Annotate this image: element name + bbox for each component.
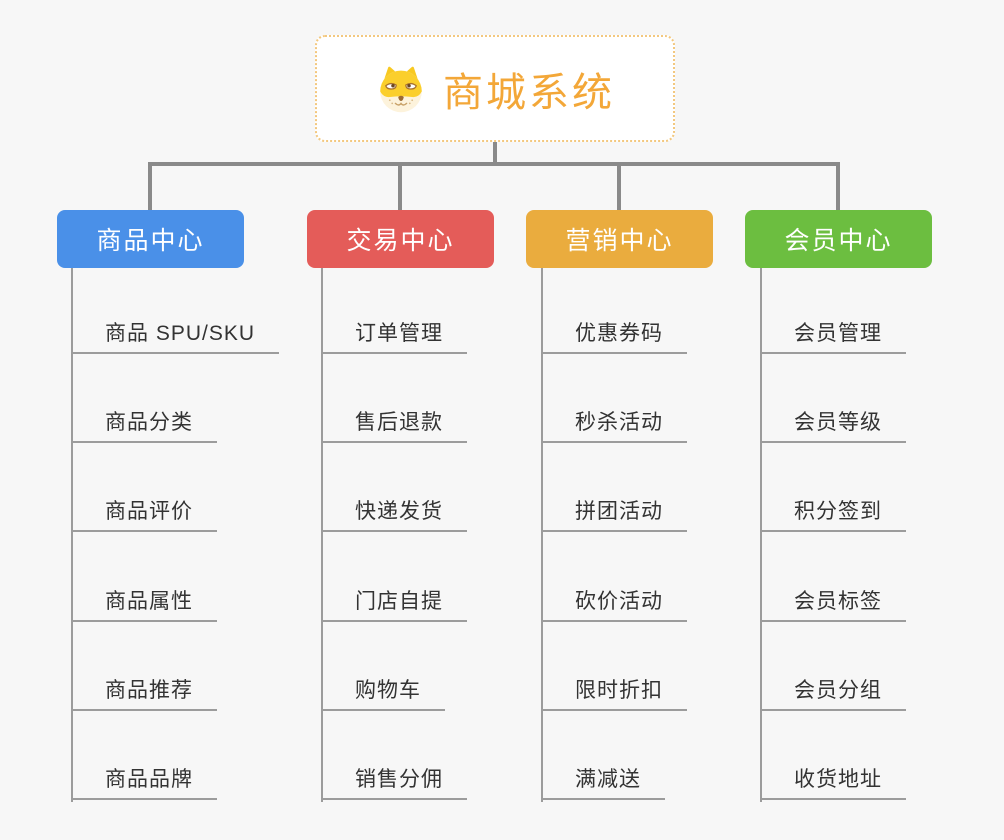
connector-drop-product: [148, 162, 152, 211]
leaf-node[interactable]: 会员分组: [760, 675, 906, 711]
leaf-node[interactable]: 门店自提: [321, 586, 467, 622]
leaf-node[interactable]: 销售分佣: [321, 764, 467, 800]
branch-node-trade-center[interactable]: 交易中心: [307, 210, 494, 268]
leaf-node[interactable]: 收货地址: [760, 764, 906, 800]
leaf-node[interactable]: 秒杀活动: [541, 407, 687, 443]
branch-node-marketing-center[interactable]: 营销中心: [526, 210, 713, 268]
leaf-node[interactable]: 满减送: [541, 764, 665, 800]
leaf-node[interactable]: 商品属性: [71, 586, 217, 622]
root-node-mall-system[interactable]: 商城系统: [315, 35, 675, 142]
connector-root-stem: [493, 141, 497, 164]
dog-face-icon: [380, 66, 422, 112]
leaf-node[interactable]: 商品推荐: [71, 675, 217, 711]
leaf-column-trade: 订单管理 售后退款 快递发货 门店自提 购物车 销售分佣: [321, 268, 467, 802]
leaf-node[interactable]: 会员等级: [760, 407, 906, 443]
branch-label: 会员中心: [784, 227, 893, 255]
branch-node-member-center[interactable]: 会员中心: [745, 210, 932, 268]
branch-label: 营销中心: [565, 227, 674, 255]
connector-drop-marketing: [617, 162, 621, 211]
leaf-column-member: 会员管理 会员等级 积分签到 会员标签 会员分组 收货地址: [760, 268, 906, 802]
leaf-node[interactable]: 砍价活动: [541, 586, 687, 622]
branch-label: 交易中心: [346, 227, 455, 255]
leaf-node[interactable]: 积分签到: [760, 496, 906, 532]
leaf-node[interactable]: 限时折扣: [541, 675, 687, 711]
connector-drop-trade: [398, 162, 402, 211]
leaf-node[interactable]: 购物车: [321, 675, 445, 711]
leaf-node[interactable]: 商品 SPU/SKU: [71, 318, 280, 354]
leaf-column-product: 商品 SPU/SKU 商品分类 商品评价 商品属性 商品推荐 商品品牌: [71, 268, 280, 802]
leaf-node[interactable]: 商品评价: [71, 496, 217, 532]
leaf-node[interactable]: 订单管理: [321, 318, 467, 354]
leaf-node[interactable]: 拼团活动: [541, 496, 687, 532]
connector-drop-member: [836, 162, 840, 211]
leaf-node[interactable]: 售后退款: [321, 407, 467, 443]
branch-label: 商品中心: [96, 227, 205, 255]
leaf-node[interactable]: 快递发货: [321, 496, 467, 532]
leaf-node[interactable]: 商品分类: [71, 407, 217, 443]
leaf-node[interactable]: 优惠券码: [541, 318, 687, 354]
root-title: 商城系统: [443, 70, 615, 115]
leaf-node[interactable]: 会员管理: [760, 318, 906, 354]
leaf-column-marketing: 优惠券码 秒杀活动 拼团活动 砍价活动 限时折扣 满减送: [541, 268, 687, 802]
branch-node-product-center[interactable]: 商品中心: [57, 210, 244, 268]
connector-horizontal-bar: [148, 162, 840, 166]
leaf-node[interactable]: 会员标签: [760, 586, 906, 622]
leaf-node[interactable]: 商品品牌: [71, 764, 217, 800]
